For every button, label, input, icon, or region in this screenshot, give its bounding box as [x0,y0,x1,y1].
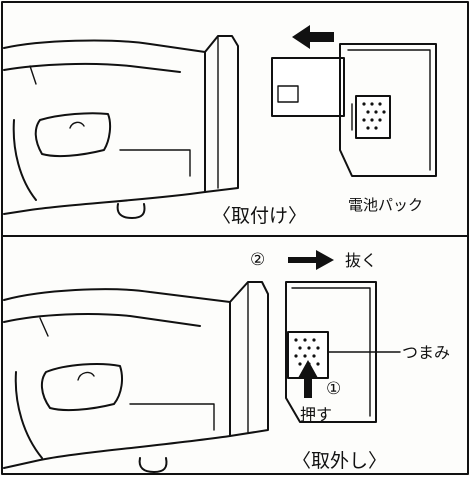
tool-body-bottom [3,281,269,473]
battery-pack-top [271,43,437,177]
top-panel: 〈取付け〉 電池パック [3,25,437,227]
release-knob-top [355,95,391,139]
knob-label: つまみ [402,343,450,362]
battery-label: 電池パック [348,196,423,214]
tool-body-top [3,35,239,219]
step1-marker: ① [326,379,341,399]
step2-marker: ② [250,250,265,270]
step1-label: 押す [300,405,332,424]
bottom-panel: ② 抜く つまみ ① 押す 〈取外し〉 [3,250,450,473]
step2-label: 抜く [345,251,377,270]
pull-arrow-icon [288,250,334,270]
insert-arrow-icon [292,25,334,49]
push-arrow-icon [298,360,318,398]
battery-pack-bottom [285,281,401,423]
top-caption: 〈取付け〉 [212,205,307,227]
bottom-caption: 〈取外し〉 [292,450,387,472]
